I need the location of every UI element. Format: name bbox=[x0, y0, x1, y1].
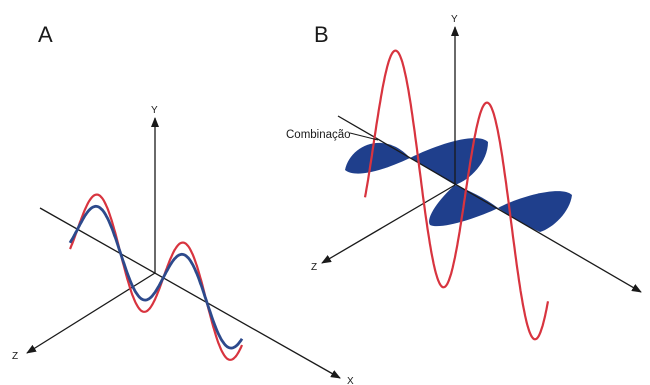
panel-b-annotation: Combinação bbox=[286, 129, 351, 141]
panel-a-x-label: X bbox=[347, 376, 354, 385]
panel-a-blue-wave bbox=[70, 206, 242, 348]
panel-b-z-label: Z bbox=[311, 262, 317, 273]
panel-a-red-wave bbox=[70, 195, 242, 360]
panel-a-y-label: Y bbox=[151, 105, 158, 116]
panel-a-z-axis bbox=[27, 273, 155, 353]
panel-b-y-label: Y bbox=[451, 14, 458, 25]
panel-a: Y Z X bbox=[12, 105, 354, 385]
panel-a-z-label: Z bbox=[12, 351, 18, 362]
panel-a-x-axis bbox=[40, 208, 340, 378]
panel-b-lobe-1 bbox=[345, 143, 410, 174]
panel-b-diagonal-axis bbox=[338, 116, 641, 292]
panel-b: Y Z Combinação bbox=[286, 14, 641, 339]
